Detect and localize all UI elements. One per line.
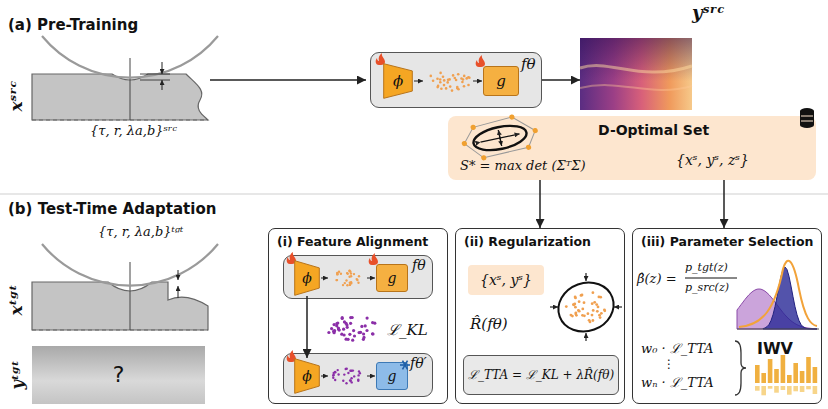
node-text: (i) Feature Alignment (277, 234, 428, 249)
node-text: yˢʳᶜ (692, 2, 725, 24)
frozen-head-box: g (376, 362, 408, 390)
node-text: g (377, 270, 407, 287)
node-text: p_tgt(z) (685, 261, 728, 274)
separator (0, 193, 828, 194)
node-text: ⋮ (663, 357, 675, 371)
node-text: R̂(fθ) (470, 315, 508, 333)
flow-arrow (210, 79, 366, 81)
connector-arrow (542, 79, 580, 81)
frozen-model-box: ϕ gfθ′ (283, 353, 433, 397)
connector-arrow (306, 296, 308, 358)
axis-symbol: xᵗᵍᵗ (6, 284, 26, 315)
node-graphic (580, 38, 692, 110)
method-panel: (iii) Parameter Selection β̂(z) = p_tgt(z)… (632, 228, 822, 404)
model-box: ϕ gfθ (370, 52, 542, 108)
target-specimen (32, 244, 218, 330)
loss-box: ℒ_TTA = ℒ_KL + λR̂(fθ) (463, 355, 619, 395)
node-text: g (484, 72, 518, 90)
node-text: fθ′ (410, 355, 427, 372)
node-text: D-Optimal Set (598, 122, 709, 139)
node-text: S* = max det (ΣᵀΣ) (460, 158, 585, 174)
node-text: ℒ_KL (387, 321, 428, 339)
node-text: IWV (757, 339, 793, 358)
source-specimen (32, 36, 218, 120)
node-text: ℒ_TTA = ℒ_KL + λR̂(fθ) (464, 368, 618, 382)
node-text: ? (32, 362, 205, 388)
encoder-trapezoid: ϕ (383, 63, 413, 99)
node-text: β̂(z) = (637, 271, 677, 287)
d-optimal-box: D-Optimal Set S* = max det (ΣᵀΣ) {xˢ, yˢ, … (448, 116, 816, 180)
parameter-label: {τ, r, λa,b}ᵗᵍᵗ (98, 224, 183, 240)
node-text: fθ (412, 257, 426, 274)
node-text: p_src(z) (685, 281, 729, 294)
head-box: g (376, 264, 408, 292)
encoder-trapezoid: ϕ (294, 358, 320, 394)
parameter-label: {τ, r, λa,b}ˢʳᶜ (90, 123, 177, 139)
method-panel: ϕgfθϕgfθ′(i) Feature Alignmentℒ_KL (268, 228, 448, 404)
method-panel: {xˢ, yˢ} ℒ_TTA = ℒ_KL + λR̂(fθ) (ii) Regul… (455, 228, 625, 404)
section-title: (b) Test-Time Adaptation (8, 200, 216, 218)
node-text: g (377, 368, 407, 385)
node-text: {xˢ, yˢ, zˢ} (676, 152, 749, 169)
node-text: ϕ (294, 270, 320, 287)
node-text: fθ (521, 55, 536, 73)
axis-symbol: xˢʳᶜ (6, 80, 26, 111)
node-text: ϕ (383, 72, 413, 90)
model-box: ϕ gfθ (283, 255, 433, 299)
connector-arrow (539, 180, 541, 228)
output-heatmap: yˢʳᶜ (580, 38, 692, 110)
node-text: (ii) Regularization (464, 234, 591, 249)
subset-box: {xˢ, yˢ} (468, 265, 544, 295)
connector-arrow (723, 180, 725, 228)
node-text: ϕ (294, 368, 320, 385)
node-text: {xˢ, yˢ} (468, 272, 544, 289)
head-box: g (483, 66, 519, 96)
section-title: (a) Pre-Training (8, 16, 138, 34)
node-text: (iii) Parameter Selection (641, 234, 813, 249)
node-text: yᵗᵍᵗ (8, 360, 27, 389)
node-text: w₀ · ℒ_TTA (641, 341, 714, 357)
node-text: wₙ · ℒ_TTA (641, 375, 714, 391)
target-image: yᵗᵍᵗ? (32, 346, 205, 404)
encoder-trapezoid: ϕ (294, 260, 320, 296)
